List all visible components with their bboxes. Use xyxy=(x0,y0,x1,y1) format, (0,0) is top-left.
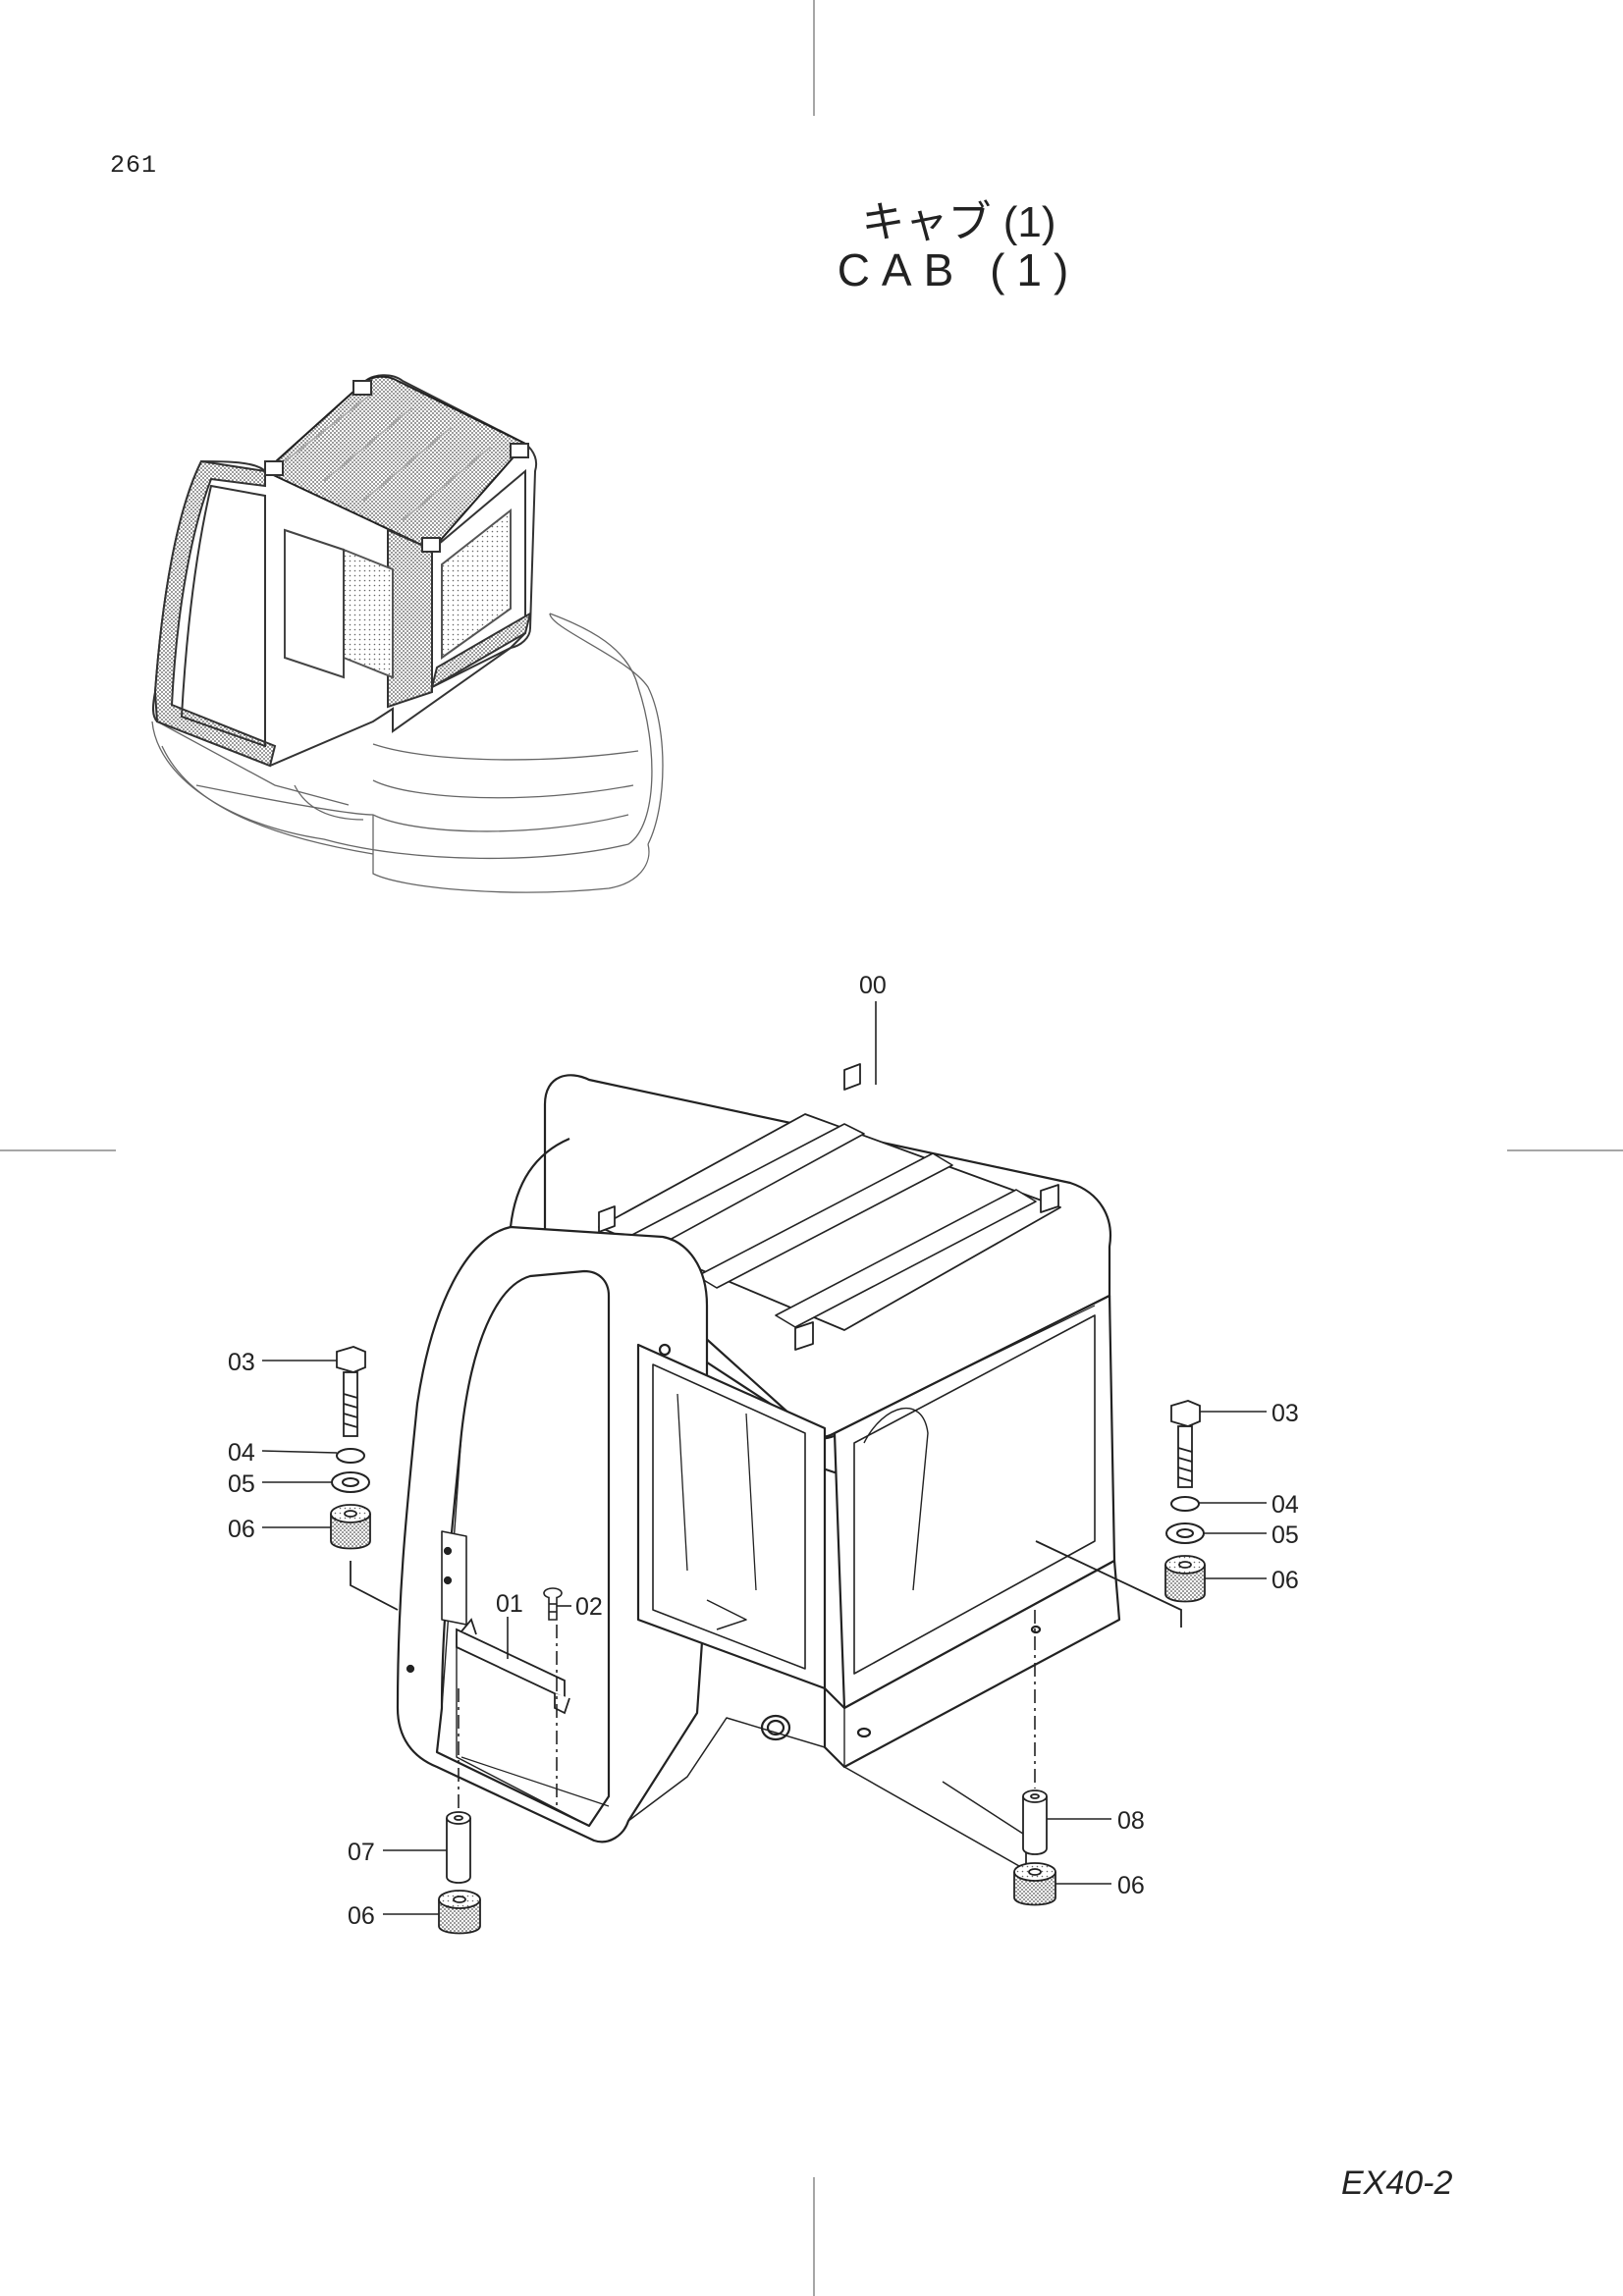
callout-05-right: 05 xyxy=(1271,1522,1299,1549)
left-mount-06-top xyxy=(330,1504,371,1550)
callout-07: 07 xyxy=(348,1839,375,1866)
left-washer-05 xyxy=(331,1471,370,1493)
right-bolt-03 xyxy=(1170,1400,1201,1488)
callout-06-left-top: 06 xyxy=(228,1516,255,1543)
callout-06-left-bottom: 06 xyxy=(348,1902,375,1930)
callout-03-left: 03 xyxy=(228,1349,255,1376)
left-spring-washer-04 xyxy=(336,1448,365,1464)
callout-03-right: 03 xyxy=(1271,1400,1299,1427)
overview-illustration xyxy=(151,374,664,893)
left-spacer-07 xyxy=(446,1811,471,1884)
leader-lines xyxy=(261,1001,1267,1915)
title-japanese: キャブ (1) xyxy=(861,198,1056,246)
callout-01: 01 xyxy=(496,1590,523,1618)
left-bolt-03 xyxy=(336,1346,366,1437)
callout-06-right-top: 06 xyxy=(1271,1567,1299,1594)
callout-05-left: 05 xyxy=(228,1470,255,1498)
callout-04-right: 04 xyxy=(1271,1491,1299,1519)
right-mount-06-top xyxy=(1164,1555,1206,1603)
leader-line-left xyxy=(350,1561,399,1611)
screw-part-02 xyxy=(543,1587,563,1621)
callout-04-left: 04 xyxy=(228,1439,255,1467)
title-english: CAB (1) xyxy=(837,244,1081,295)
alignment-lines xyxy=(458,1610,1036,1811)
right-spacer-08 xyxy=(1022,1789,1048,1855)
model-code: EX40-2 xyxy=(1341,2164,1453,2202)
right-washer-05 xyxy=(1165,1522,1205,1544)
left-mount-06-bottom xyxy=(438,1890,481,1935)
page-number: 261 xyxy=(110,151,158,180)
callout-labels: 00 01 02 03 03 04 04 05 05 06 06 07 06 0… xyxy=(228,972,1299,1930)
callout-06-right-bottom: 06 xyxy=(1117,1872,1145,1899)
right-spring-washer-04 xyxy=(1170,1496,1200,1512)
leader-line-right xyxy=(1035,1540,1182,1628)
callout-08: 08 xyxy=(1117,1807,1145,1835)
callout-02: 02 xyxy=(575,1593,603,1621)
bracket-part-01 xyxy=(456,1618,570,1715)
right-mount-06-bottom xyxy=(1013,1862,1056,1906)
callout-00: 00 xyxy=(859,972,887,999)
cab-main-illustration xyxy=(396,1063,1121,1880)
